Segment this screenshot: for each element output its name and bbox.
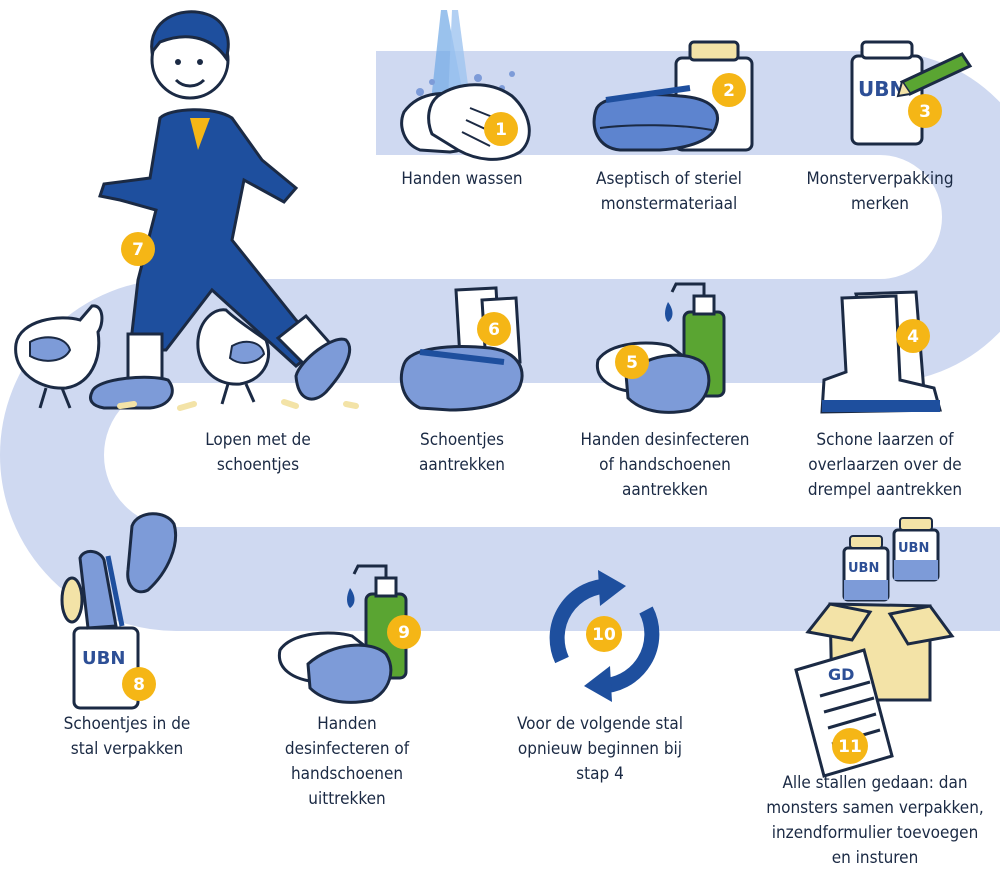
step-badge: 2: [712, 73, 746, 107]
step-caption: Schone laarzen of overlaarzen over de dr…: [807, 430, 963, 500]
step-caption: Aseptisch of steriel monstermateriaal: [596, 169, 742, 214]
step-badge: 3: [908, 94, 942, 128]
label-jar-illustration: UBN: [850, 40, 973, 146]
ship-samples-illustration: UBN UBN GD: [794, 517, 955, 778]
boots-illustration: [820, 290, 942, 414]
hand-washing-illustration: [400, 10, 531, 161]
ubn-label: UBN: [848, 561, 879, 576]
step-badge: 8: [122, 667, 156, 701]
step-badge: 1: [484, 112, 518, 146]
step-badge: 11: [832, 728, 868, 764]
step-badge: 6: [477, 312, 511, 346]
step-number: 4: [907, 327, 919, 347]
step-number: 3: [919, 102, 931, 122]
step-number: 5: [626, 353, 638, 373]
step-number: 9: [398, 623, 410, 643]
step-caption: Voor de volgende stal opnieuw beginnen b…: [516, 714, 683, 784]
step-caption: Alle stallen gedaan: dan monsters samen …: [766, 773, 984, 868]
step-caption: Schoentjes aantrekken: [419, 430, 505, 475]
step-badge: 10: [586, 616, 622, 652]
step-number: 11: [838, 737, 862, 757]
step-caption: Schoentjes in de stal verpakken: [63, 714, 191, 759]
step-number: 2: [723, 81, 735, 101]
step-number: 6: [488, 320, 500, 340]
step-number: 10: [592, 625, 616, 645]
shoe-covers-illustration: [399, 286, 524, 412]
ubn-label: UBN: [82, 648, 125, 669]
farmer-walking-illustration: [14, 10, 359, 411]
step-badge: 4: [896, 319, 930, 353]
step-caption: Handen desinfecteren of handschoenen uit…: [284, 714, 410, 809]
step-number: 7: [132, 240, 144, 260]
step-badge: 9: [387, 615, 421, 649]
step-number: 8: [133, 675, 145, 695]
gd-logo: GD: [828, 665, 854, 684]
step-caption: Lopen met de schoentjes: [205, 430, 311, 475]
step-caption: Monsterverpakking merken: [806, 169, 954, 214]
ubn-label: UBN: [858, 77, 906, 101]
step-caption: Handen desinfecteren of handschoenen aan…: [580, 430, 750, 500]
pack-shoe-covers-illustration: UBN: [60, 512, 177, 710]
repeat-cycle-icon: [549, 570, 660, 702]
step-badge: 7: [121, 232, 155, 266]
ubn-label: UBN: [898, 541, 929, 556]
remove-gloves-illustration: [277, 564, 408, 704]
step-caption: Handen wassen: [401, 169, 523, 189]
step-badge: 5: [615, 345, 649, 379]
step-number: 1: [495, 120, 507, 140]
